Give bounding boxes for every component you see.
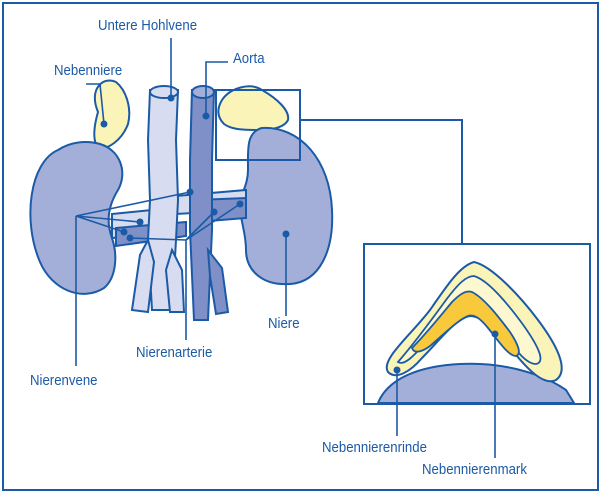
dot-nebenniere <box>101 121 108 128</box>
label-nebennierenrinde: Nebennierenrinde <box>322 440 427 456</box>
aorta-opening <box>192 86 214 98</box>
vena-cava-right-leg <box>166 250 184 312</box>
aorta <box>190 90 214 320</box>
dot-nebennierenmark <box>492 331 499 338</box>
dot-renal-artery-center <box>211 209 218 216</box>
label-nebennierenmark: Nebennierenmark <box>422 462 527 478</box>
right-adrenal-gland <box>218 86 288 130</box>
dot-renal-vein-right <box>187 189 194 196</box>
dot-renal-artery-left <box>127 235 134 242</box>
label-untere-hohlvene: Untere Hohlvene <box>98 18 197 34</box>
dot-renal-vein-left <box>137 219 144 226</box>
label-aorta: Aorta <box>233 51 265 67</box>
label-nebenniere: Nebenniere <box>54 63 122 79</box>
dot-renal-vein-left-low <box>121 229 128 236</box>
aorta-right-leg <box>208 250 228 314</box>
dot-vena-cava <box>168 95 175 102</box>
dot-nebennierenrinde <box>394 367 401 374</box>
dot-niere <box>283 231 290 238</box>
label-nierenvene: Nierenvene <box>30 373 98 389</box>
left-adrenal-gland <box>94 80 129 148</box>
dot-renal-artery-right <box>237 201 244 208</box>
label-niere: Niere <box>268 316 300 332</box>
label-nierenarterie: Nierenarterie <box>136 345 212 361</box>
dot-aorta <box>203 113 210 120</box>
